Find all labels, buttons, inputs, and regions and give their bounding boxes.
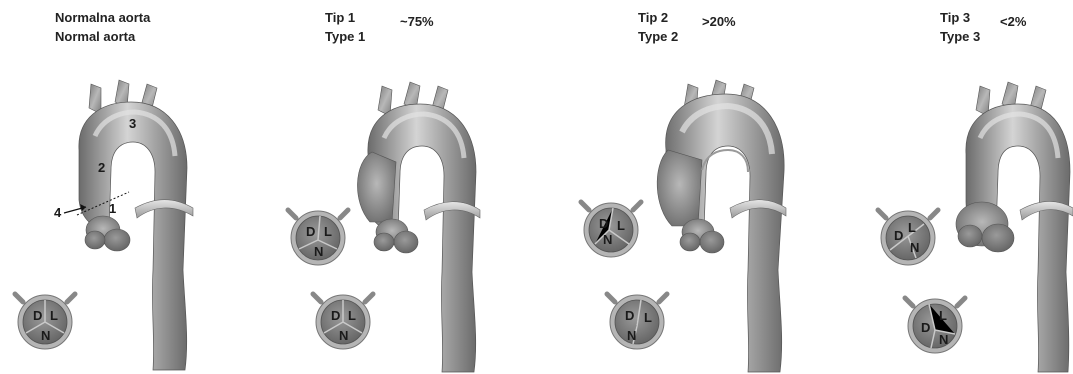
panel-4-title-line2: Type 3 bbox=[940, 29, 980, 44]
panel-normal-aorta: Normalna aorta Normal aorta 3 2 1 4 bbox=[15, 10, 193, 370]
cusp-label-l: L bbox=[908, 220, 916, 235]
panel-2-title-line2: Type 1 bbox=[325, 29, 365, 44]
cusp-label-d: D bbox=[306, 224, 315, 239]
valve-type-1-upper: D L N bbox=[288, 210, 348, 265]
valve-type-2-lower: D L N bbox=[607, 294, 667, 349]
cusp-label-d: D bbox=[599, 216, 608, 231]
cusp-label-l: L bbox=[644, 310, 652, 325]
panel-type-2: Tip 2 Type 2 >20% D L N bbox=[581, 10, 786, 372]
cusp-label-d: D bbox=[894, 228, 903, 243]
cusp-label-n: N bbox=[627, 328, 636, 343]
segment-label-1: 1 bbox=[109, 201, 116, 216]
aorta-illustration-type-3 bbox=[956, 82, 1073, 372]
aorta-illustration-type-2 bbox=[657, 80, 786, 372]
cusp-label-l: L bbox=[324, 224, 332, 239]
panel-2-percentage: ~75% bbox=[400, 14, 434, 29]
cusp-label-n: N bbox=[41, 328, 50, 343]
cusp-label-d: D bbox=[921, 320, 930, 335]
panel-3-title-line2: Type 2 bbox=[638, 29, 678, 44]
cusp-label-n: N bbox=[910, 240, 919, 255]
cusp-label-l: L bbox=[50, 308, 58, 323]
panel-3-percentage: >20% bbox=[702, 14, 736, 29]
valve-type-3-lower: D L N bbox=[905, 298, 965, 353]
cusp-label-d: D bbox=[331, 308, 340, 323]
panel-1-title-line1: Normalna aorta bbox=[55, 10, 151, 25]
panel-4-percentage: <2% bbox=[1000, 14, 1027, 29]
cusp-label-n: N bbox=[939, 332, 948, 347]
panel-type-3: Tip 3 Type 3 <2% D L N bbox=[878, 10, 1073, 372]
segment-label-4: 4 bbox=[54, 205, 62, 220]
panel-1-title-line2: Normal aorta bbox=[55, 29, 136, 44]
valve-type-2-upper: D L N bbox=[581, 202, 641, 257]
cusp-label-d: D bbox=[33, 308, 42, 323]
cusp-label-n: N bbox=[314, 244, 323, 259]
cusp-label-n: N bbox=[603, 232, 612, 247]
panel-3-title-line1: Tip 2 bbox=[638, 10, 668, 25]
cusp-label-d: D bbox=[625, 308, 634, 323]
aorta-illustration-type-1 bbox=[357, 82, 480, 372]
valve-type-1-lower: D L N bbox=[313, 294, 373, 349]
cusp-label-l: L bbox=[348, 308, 356, 323]
segment-label-3: 3 bbox=[129, 116, 136, 131]
cusp-label-l: L bbox=[617, 218, 625, 233]
panel-type-1: Tip 1 Type 1 ~75% D L N bbox=[288, 10, 480, 372]
cusp-label-l: L bbox=[939, 308, 947, 323]
segment-label-2: 2 bbox=[98, 160, 105, 175]
panel-4-title-line1: Tip 3 bbox=[940, 10, 970, 25]
valve-type-3-upper: D L N bbox=[878, 210, 938, 265]
cusp-label-n: N bbox=[339, 328, 348, 343]
panel-2-title-line1: Tip 1 bbox=[325, 10, 355, 25]
valve-normal: D L N bbox=[15, 294, 75, 349]
